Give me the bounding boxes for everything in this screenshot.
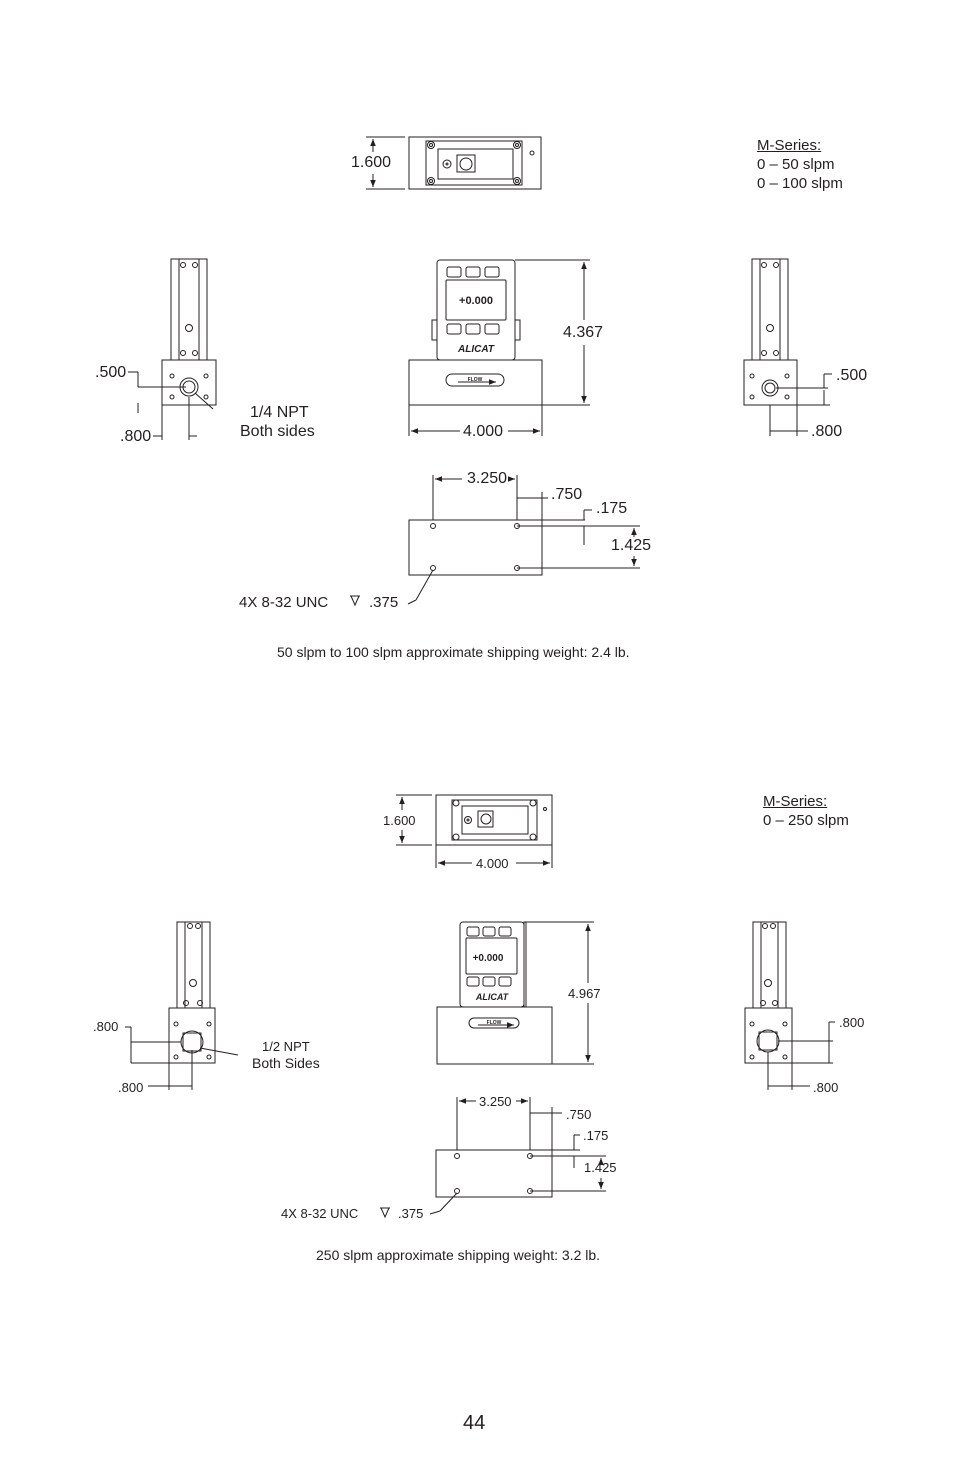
upper-thread-depth: .375 [369, 594, 399, 611]
upper-right-side-view [743, 258, 798, 406]
upper-top-height-dim [366, 136, 405, 190]
upper-left-width-label: .800 [120, 428, 152, 445]
lower-display-reading: +0.000 [473, 953, 504, 964]
lower-brand-logo: ALICAT [475, 992, 510, 1002]
upper-display-reading: +0.000 [459, 295, 493, 307]
lower-left-port-offset-label: .800 [93, 1019, 119, 1034]
lower-range-1: 0 – 250 slpm [763, 812, 849, 829]
upper-display: +0.000 ALICAT FLOW [457, 295, 495, 383]
upper-top-height-label: 1.600 [351, 154, 392, 171]
upper-hole-offset-x-label: .750 [551, 486, 583, 503]
page-number: 44 [463, 1412, 486, 1434]
lower-right-dims [767, 1021, 835, 1090]
upper-left-port-dims [128, 371, 214, 440]
lower-front-view [436, 921, 553, 1065]
lower-hole-spacing-x-label: 3.250 [479, 1094, 512, 1109]
upper-hole-spacing-y-label: 1.425 [611, 537, 652, 554]
upper-front-view [408, 259, 543, 406]
lower-left-dims [125, 1026, 239, 1090]
lower-front-dims [526, 921, 594, 1065]
lower-bottom-view [435, 1149, 553, 1198]
lower-top-dims [396, 794, 553, 868]
upper-left-side-view [161, 258, 217, 406]
upper-right-width-label: .800 [811, 423, 843, 440]
upper-hole-spacing-x-label: 3.250 [467, 470, 508, 487]
upper-port-callout-line1: 1/4 NPT [250, 404, 309, 421]
lower-hole-offset-x-label: .750 [566, 1107, 592, 1122]
lower-left-width-label: .800 [118, 1080, 144, 1095]
upper-front-width-label: 4.000 [463, 423, 504, 440]
lower-series-heading: M-Series: [763, 793, 828, 810]
lower-right-side-view [744, 921, 793, 1064]
upper-left-port-offset-label: .500 [95, 364, 127, 381]
upper-weight-note: 50 slpm to 100 slpm approximate shipping… [277, 644, 630, 660]
upper-front-dims [408, 259, 590, 436]
lower-weight-note: 250 slpm approximate shipping weight: 3.… [316, 1247, 601, 1263]
lower-bottom-dims [380, 1097, 606, 1219]
upper-right-port-offset-label: .500 [836, 367, 868, 384]
upper-series-heading: M-Series: [757, 137, 822, 154]
lower-port-callout-line1: 1/2 NPT [262, 1039, 310, 1054]
lower-thread-callout: 4X 8-32 UNC [281, 1206, 359, 1221]
upper-right-port-dims [769, 373, 832, 436]
lower-right-port-offset-label: .800 [839, 1015, 865, 1030]
upper-flow-label: FLOW [468, 377, 483, 383]
upper-top-view [408, 136, 542, 190]
upper-bottom-view [408, 519, 543, 576]
upper-port-callout-line2: Both sides [240, 423, 315, 440]
upper-bottom-dims [350, 475, 640, 607]
lower-top-view [435, 794, 553, 846]
lower-hole-offset-y-label: .175 [583, 1128, 609, 1143]
lower-port-callout-line2: Both Sides [252, 1055, 320, 1071]
upper-range-2: 0 – 100 slpm [757, 175, 843, 192]
lower-flow-label: FLOW [487, 1020, 502, 1026]
upper-thread-callout: 4X 8-32 UNC [239, 594, 329, 611]
lower-display: +0.000 ALICAT FLOW [473, 953, 510, 1026]
lower-top-height-label: 1.600 [383, 813, 416, 828]
upper-hole-offset-y-label: .175 [596, 500, 628, 517]
lower-front-height-label: 4.967 [568, 986, 601, 1001]
lower-hole-spacing-y-label: 1.425 [584, 1160, 617, 1175]
lower-thread-depth: .375 [398, 1206, 424, 1221]
lower-right-width-label: .800 [813, 1080, 839, 1095]
lower-top-width-label: 4.000 [476, 856, 509, 871]
upper-range-1: 0 – 50 slpm [757, 156, 835, 173]
upper-brand-logo: ALICAT [457, 344, 495, 355]
upper-front-height-label: 4.367 [563, 324, 604, 341]
